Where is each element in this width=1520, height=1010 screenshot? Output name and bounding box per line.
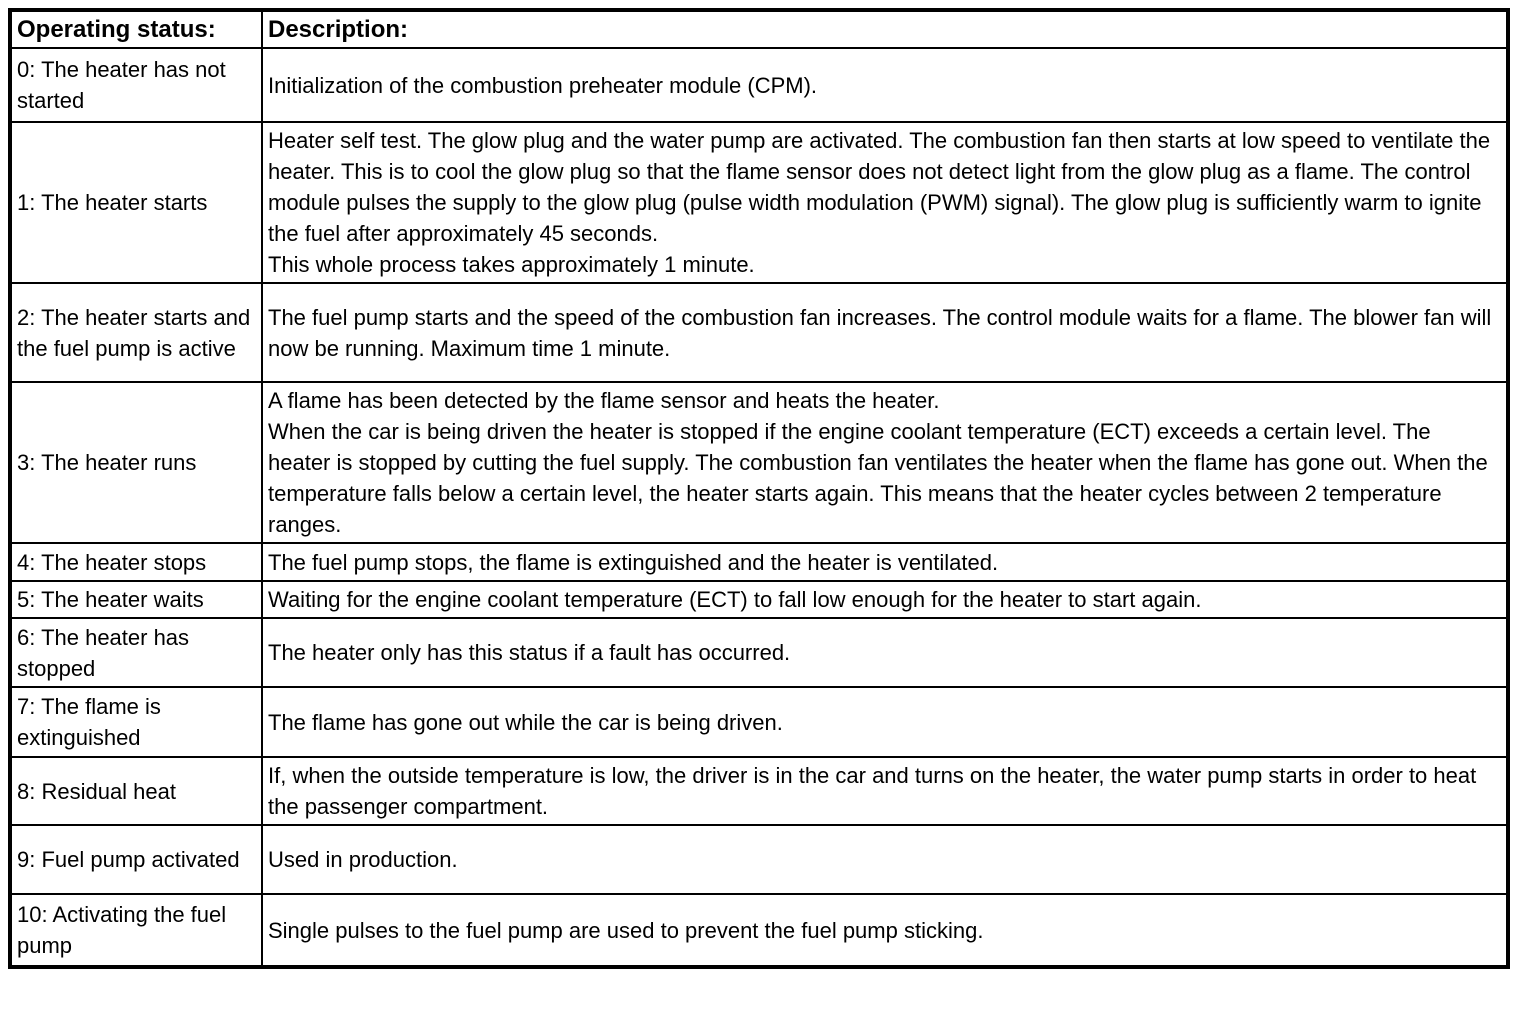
- description-cell: The flame has gone out while the car is …: [261, 686, 1509, 758]
- column-header-description: Description:: [261, 9, 1509, 49]
- table-row-status-2: 2: The heater starts and the fuel pump i…: [9, 282, 1509, 383]
- description-cell: The fuel pump stops, the flame is exting…: [261, 542, 1509, 582]
- status-cell: 10: Activating the fuel pump: [9, 893, 263, 968]
- table-row-status-8: 8: Residual heat If, when the outside te…: [9, 756, 1509, 826]
- column-header-operating-status: Operating status:: [9, 9, 263, 49]
- status-cell: 0: The heater has not started: [9, 47, 263, 123]
- table-row-status-0: 0: The heater has not started Initializa…: [9, 47, 1509, 123]
- table-row-status-7: 7: The flame is extinguished The flame h…: [9, 686, 1509, 758]
- operating-status-table: Operating status: Description: 0: The he…: [8, 8, 1510, 969]
- description-cell: The fuel pump starts and the speed of th…: [261, 282, 1509, 383]
- description-cell: Used in production.: [261, 824, 1509, 895]
- table-row-status-10: 10: Activating the fuel pump Single puls…: [9, 893, 1509, 968]
- description-cell: If, when the outside temperature is low,…: [261, 756, 1509, 826]
- status-cell: 3: The heater runs: [9, 381, 263, 544]
- table-row-status-9: 9: Fuel pump activated Used in productio…: [9, 824, 1509, 895]
- status-cell: 2: The heater starts and the fuel pump i…: [9, 282, 263, 383]
- status-cell: 5: The heater waits: [9, 580, 263, 619]
- status-cell: 7: The flame is extinguished: [9, 686, 263, 758]
- status-cell: 9: Fuel pump activated: [9, 824, 263, 895]
- description-cell: Waiting for the engine coolant temperatu…: [261, 580, 1509, 619]
- table-header-row: Operating status: Description:: [9, 9, 1509, 49]
- description-cell: The heater only has this status if a fau…: [261, 617, 1509, 688]
- table-row-status-1: 1: The heater starts Heater self test. T…: [9, 121, 1509, 284]
- description-cell: Single pulses to the fuel pump are used …: [261, 893, 1509, 968]
- table-row-status-5: 5: The heater waits Waiting for the engi…: [9, 580, 1509, 619]
- table-row-status-3: 3: The heater runs A flame has been dete…: [9, 381, 1509, 544]
- status-cell: 4: The heater stops: [9, 542, 263, 582]
- table-row-status-4: 4: The heater stops The fuel pump stops,…: [9, 542, 1509, 582]
- status-cell: 1: The heater starts: [9, 121, 263, 284]
- description-cell: Initialization of the combustion preheat…: [261, 47, 1509, 123]
- status-cell: 6: The heater has stopped: [9, 617, 263, 688]
- description-cell: A flame has been detected by the flame s…: [261, 381, 1509, 544]
- description-cell: Heater self test. The glow plug and the …: [261, 121, 1509, 284]
- status-cell: 8: Residual heat: [9, 756, 263, 826]
- table-row-status-6: 6: The heater has stopped The heater onl…: [9, 617, 1509, 688]
